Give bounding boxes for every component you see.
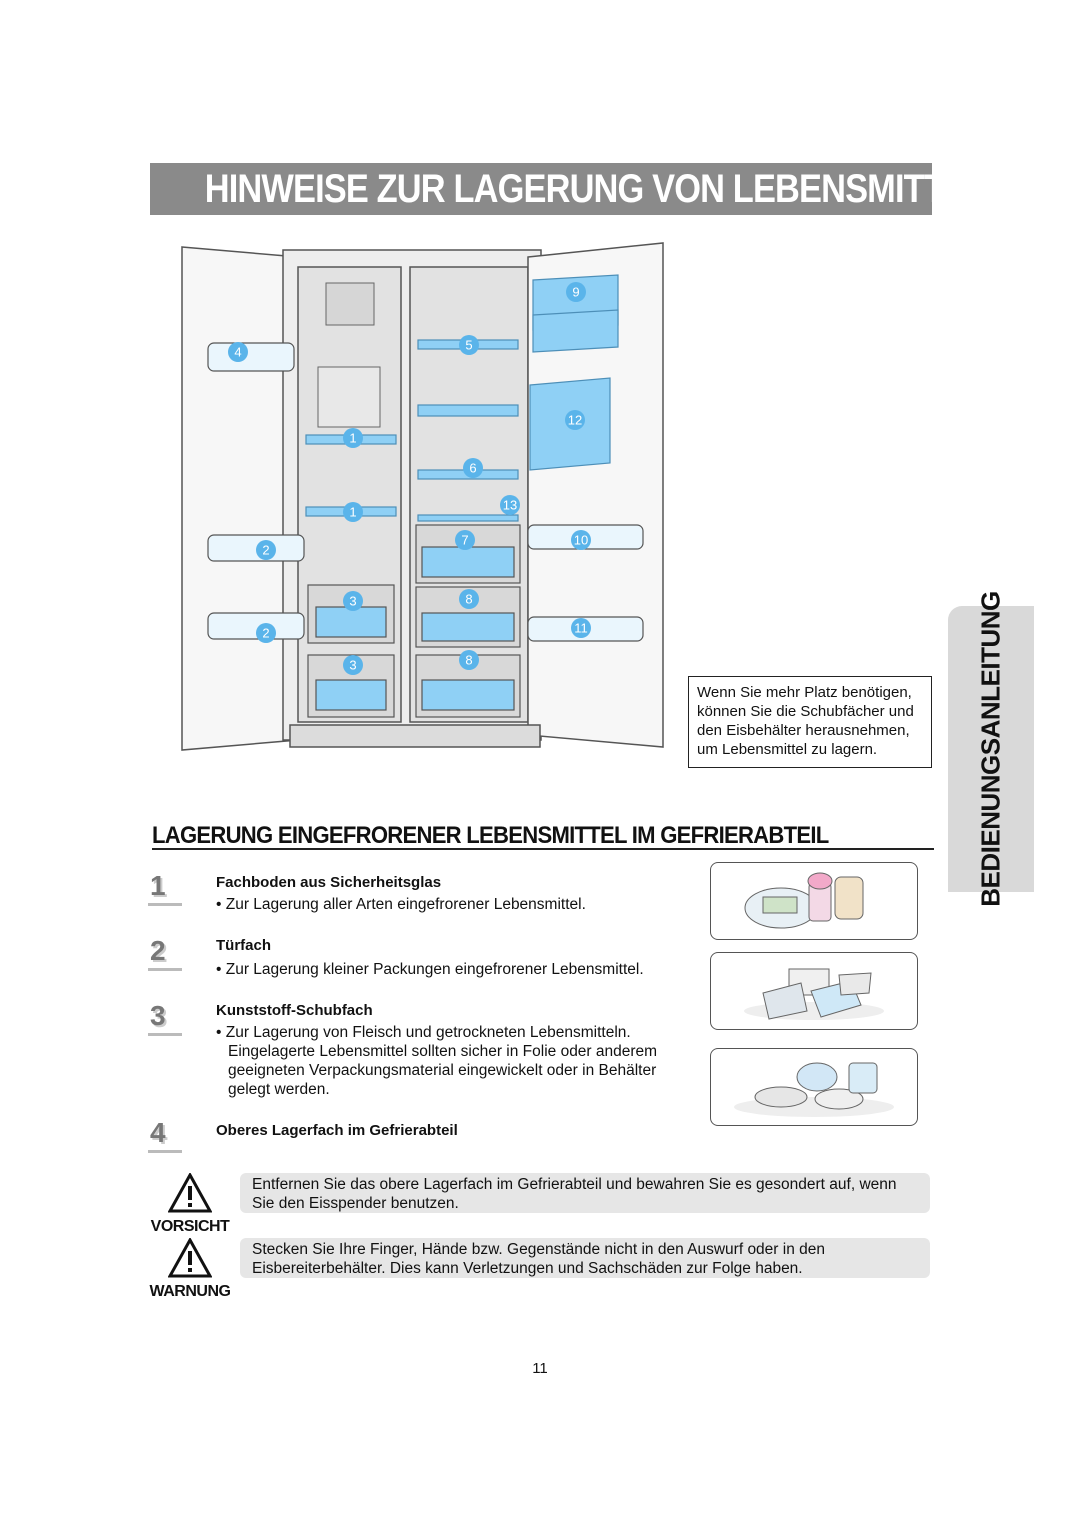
svg-text:1: 1 bbox=[349, 431, 356, 446]
svg-text:5: 5 bbox=[465, 338, 472, 353]
svg-text:9: 9 bbox=[572, 285, 579, 300]
callout-10: 10 bbox=[571, 530, 591, 550]
svg-text:2: 2 bbox=[262, 543, 269, 558]
callout-13: 13 bbox=[500, 495, 520, 515]
warning-text: Stecken Sie Ihre Finger, Hände bzw. Gege… bbox=[240, 1238, 930, 1278]
callout-4: 4 bbox=[228, 342, 248, 362]
item-text: • Zur Lagerung von Fleisch und getrockne… bbox=[216, 1023, 686, 1099]
item-text-line: Eingelagerte Lebensmittel sollten sicher… bbox=[228, 1043, 658, 1060]
svg-text:4: 4 bbox=[234, 345, 241, 360]
item-number: 1 bbox=[148, 870, 182, 906]
svg-text:8: 8 bbox=[465, 653, 472, 668]
item-number: 3 bbox=[148, 1000, 182, 1036]
item-text-line: • Zur Lagerung kleiner Packungen eingefr… bbox=[216, 961, 644, 978]
caution-label: VORSICHT bbox=[150, 1218, 230, 1235]
callout-5: 5 bbox=[459, 335, 479, 355]
package-photo bbox=[710, 952, 918, 1030]
callout-9: 9 bbox=[566, 282, 586, 302]
svg-text:8: 8 bbox=[465, 592, 472, 607]
item-number: 2 bbox=[148, 935, 182, 971]
page-number: 11 bbox=[532, 1360, 548, 1377]
item-text-line: • Zur Lagerung aller Arten eingefrorener… bbox=[216, 896, 586, 913]
warning-triangle-icon bbox=[167, 1236, 213, 1278]
frozen-food-photo bbox=[710, 862, 918, 940]
callout-1: 1 bbox=[343, 428, 363, 448]
item-title: Fachboden aus Sicherheitsglas bbox=[216, 874, 442, 891]
item-text-line: geeigneten Verpackungsmaterial eingewick… bbox=[228, 1062, 657, 1079]
svg-text:11: 11 bbox=[574, 621, 588, 636]
caution-block: VORSICHT bbox=[140, 1171, 240, 1236]
section-rule bbox=[152, 848, 934, 850]
callout-2: 2 bbox=[256, 540, 276, 560]
space-note-line: Wenn Sie mehr Platz benötigen, bbox=[697, 684, 912, 701]
svg-text:13: 13 bbox=[503, 498, 517, 513]
warning-block: WARNUNG bbox=[140, 1236, 240, 1301]
section-heading: LAGERUNG EINGEFRORENER LEBENSMITTEL IM G… bbox=[152, 822, 829, 849]
callout-7: 7 bbox=[455, 530, 475, 550]
side-tab: BEDIENUNGSANLEITUNG bbox=[948, 591, 1034, 907]
callout-1: 1 bbox=[343, 502, 363, 522]
callout-12: 12 bbox=[565, 410, 585, 430]
item-text-line: gelegt werden. bbox=[228, 1081, 330, 1098]
svg-text:1: 1 bbox=[349, 505, 356, 520]
caution-text: Entfernen Sie das obere Lagerfach im Gef… bbox=[240, 1173, 930, 1213]
item-title: Oberes Lagerfach im Gefrierabteil bbox=[216, 1122, 458, 1139]
ice-maker bbox=[317, 282, 381, 428]
space-note-line: um Lebensmittel zu lagern. bbox=[697, 741, 878, 758]
svg-text:3: 3 bbox=[349, 594, 356, 609]
callout-6: 6 bbox=[463, 458, 483, 478]
svg-text:2: 2 bbox=[262, 626, 269, 641]
callout-2: 2 bbox=[256, 623, 276, 643]
warning-label: WARNUNG bbox=[149, 1283, 231, 1300]
title-bar: HINWEISE ZUR LAGERUNG VON LEBENSMITTELN bbox=[150, 163, 1011, 215]
callout-11: 11 bbox=[571, 618, 591, 638]
space-note-line: den Eisbehälter herausnehmen, bbox=[697, 722, 910, 739]
svg-text:6: 6 bbox=[469, 461, 476, 476]
item-text: • Zur Lagerung kleiner Packungen eingefr… bbox=[216, 960, 686, 979]
item-title: Kunststoff-Schubfach bbox=[216, 1002, 373, 1019]
item-number: 4 bbox=[148, 1117, 182, 1153]
space-note-line: können Sie die Schubfächer und bbox=[697, 703, 914, 720]
callout-8: 8 bbox=[459, 650, 479, 670]
space-note: Wenn Sie mehr Platz benötigen, können Si… bbox=[688, 676, 932, 768]
page-title: HINWEISE ZUR LAGERUNG VON LEBENSMITTELN bbox=[204, 167, 1011, 211]
item-title: Türfach bbox=[216, 937, 272, 954]
meat-photo bbox=[710, 1048, 918, 1126]
svg-text:7: 7 bbox=[461, 533, 468, 548]
svg-text:10: 10 bbox=[574, 533, 588, 548]
svg-text:3: 3 bbox=[349, 658, 356, 673]
item-text: • Zur Lagerung aller Arten eingefrorener… bbox=[216, 895, 686, 914]
warning-triangle-icon bbox=[167, 1171, 213, 1213]
callout-3: 3 bbox=[343, 591, 363, 611]
callout-3: 3 bbox=[343, 655, 363, 675]
callout-8: 8 bbox=[459, 589, 479, 609]
svg-text:12: 12 bbox=[568, 413, 582, 428]
side-tab-label: BEDIENUNGSANLEITUNG bbox=[975, 591, 1006, 907]
item-text-line: • Zur Lagerung von Fleisch und getrockne… bbox=[216, 1024, 631, 1041]
